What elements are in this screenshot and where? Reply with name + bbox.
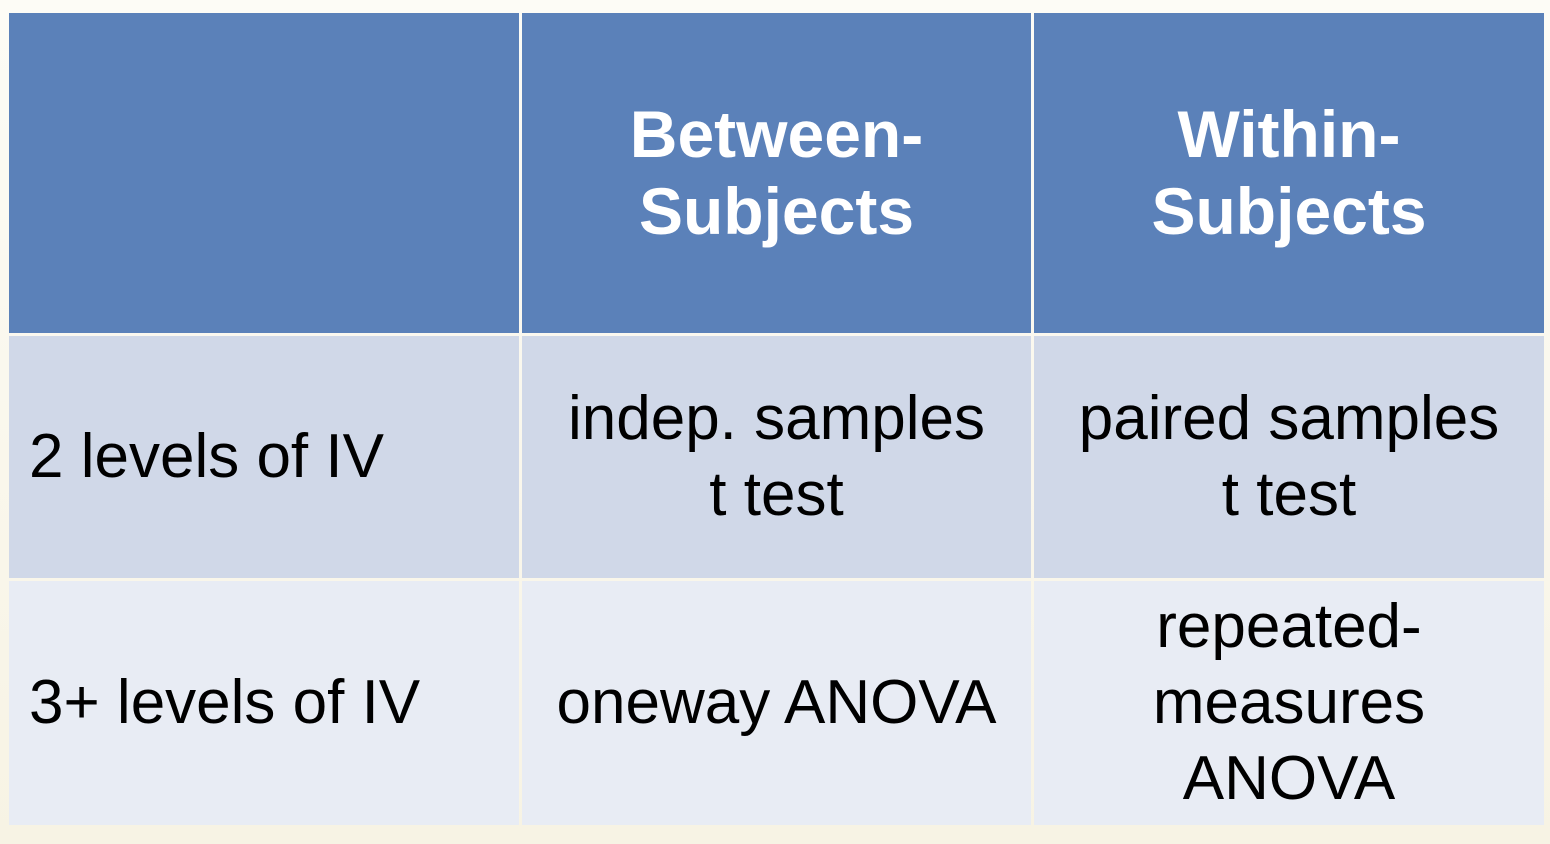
row-label-cell: 2 levels of IV (9, 336, 519, 578)
between-value: oneway ANOVA (556, 668, 997, 737)
row-label-cell: 3+ levels of IV (9, 581, 519, 825)
between-cell: indep. samples t test (522, 336, 1031, 578)
header-within-label: Within- Subjects (1151, 97, 1427, 248)
header-corner-cell (9, 13, 519, 333)
within-value: paired samples t test (1078, 384, 1500, 529)
header-within-subjects: Within- Subjects (1034, 13, 1544, 333)
within-cell: repeated- measures ANOVA (1034, 581, 1544, 825)
row-label: 3+ levels of IV (29, 668, 421, 737)
table-row: 3+ levels of IV oneway ANOVA repeated- m… (9, 581, 1544, 825)
row-label: 2 levels of IV (29, 422, 384, 491)
table-row: 2 levels of IV indep. samples t test pai… (9, 336, 1544, 578)
within-value: repeated- measures ANOVA (1152, 592, 1426, 813)
between-value: indep. samples t test (567, 384, 986, 529)
header-between-label: Between- Subjects (629, 97, 924, 248)
table-header-row: Between- Subjects Within- Subjects (9, 13, 1544, 333)
statistical-tests-table: Between- Subjects Within- Subjects 2 lev… (6, 10, 1547, 828)
header-between-subjects: Between- Subjects (522, 13, 1031, 333)
within-cell: paired samples t test (1034, 336, 1544, 578)
between-cell: oneway ANOVA (522, 581, 1031, 825)
